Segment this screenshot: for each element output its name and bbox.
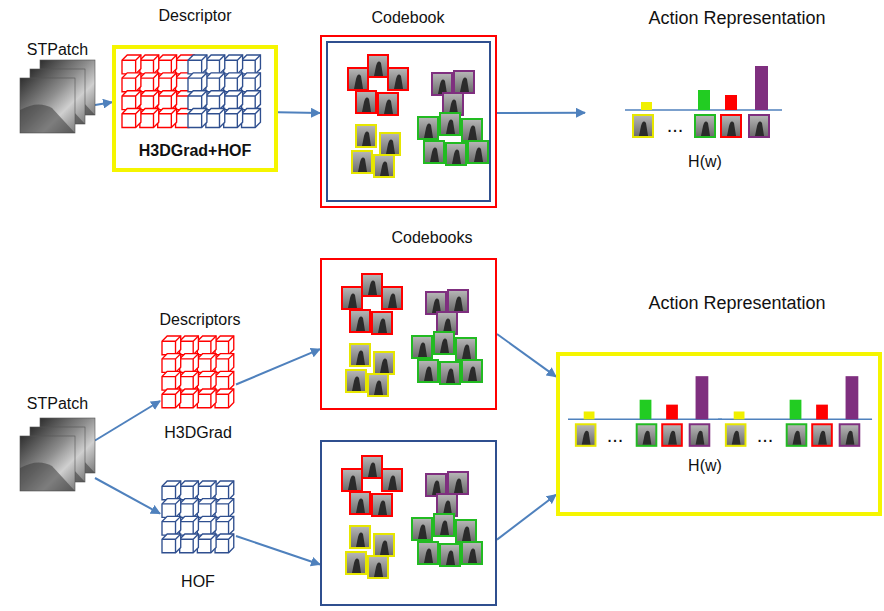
- patch-node: STPatch: [20, 418, 95, 493]
- node-text: H(w): [665, 152, 745, 171]
- flow-arrow: [95, 401, 160, 441]
- h3dgrad-cubes: [162, 336, 236, 410]
- patch-image: [20, 418, 95, 493]
- node-text: H3DGrad+HOF: [116, 141, 274, 160]
- descriptor-node: HOF: [160, 480, 236, 592]
- node-text: ...: [750, 423, 780, 447]
- codebook-box: [320, 440, 497, 606]
- descriptor-node: H3DGrad: [160, 335, 236, 445]
- patch-node: STPatch: [20, 60, 95, 135]
- node-text: HOF: [160, 572, 236, 591]
- representation-box: Action Representation......H(w): [556, 352, 882, 516]
- codebook-clusters: [322, 262, 495, 408]
- heading-text: STPatch: [10, 394, 105, 413]
- codebook-inner-frame: [320, 35, 497, 208]
- descriptor-box: DescriptorH3DGrad+HOF: [112, 45, 278, 172]
- group-label: Descriptors: [150, 310, 250, 329]
- patch-image: [20, 60, 95, 135]
- histogram: [625, 64, 785, 140]
- histogram: [568, 374, 725, 449]
- histogram: [718, 374, 875, 449]
- histogram-node: Action Representation...H(w): [585, 60, 790, 180]
- heading-text: Codebooks: [372, 228, 492, 247]
- heading-text: STPatch: [10, 40, 105, 59]
- flow-arrow: [278, 111, 320, 114]
- codebook-clusters: [322, 444, 495, 604]
- heading-text: Codebook: [348, 8, 468, 27]
- node-text: H(w): [665, 456, 745, 475]
- flow-arrow: [497, 112, 585, 114]
- descriptor-cubes: [122, 55, 262, 131]
- flow-arrow: [95, 478, 160, 514]
- codebook-box: Codebook: [320, 35, 497, 208]
- flow-arrow: [497, 334, 556, 377]
- node-text: ...: [660, 113, 690, 137]
- heading-text: Action Representation: [622, 293, 852, 315]
- flow-arrow: [497, 495, 556, 540]
- flow-arrow: [236, 349, 320, 384]
- codebook-box: Codebooks: [320, 258, 497, 410]
- flow-arrow: [95, 102, 112, 105]
- node-text: H3DGrad: [160, 423, 236, 442]
- hof-cubes: [162, 481, 236, 555]
- heading-text: Action Representation: [627, 8, 847, 30]
- node-text: ...: [600, 423, 630, 447]
- flow-arrow: [236, 536, 320, 565]
- heading-text: Descriptor: [125, 6, 265, 25]
